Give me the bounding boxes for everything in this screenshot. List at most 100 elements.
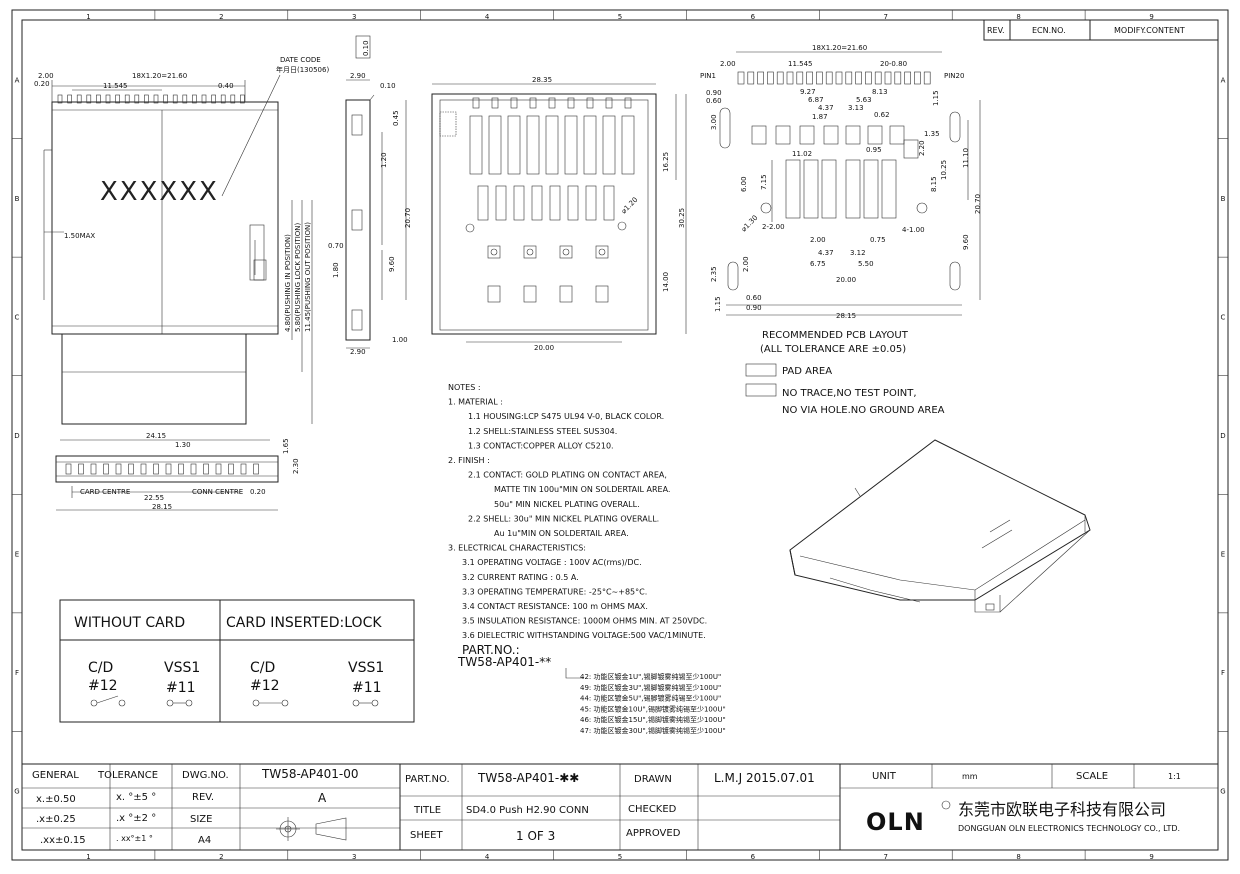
pcb-keepout-pad [823,125,839,145]
lower-contact [585,185,597,221]
pcb-dim-3.13: 3.13 [848,104,864,112]
rev-value: A [318,791,327,805]
front-pin [128,463,134,475]
contact-tail [624,97,632,109]
note-line: 3.6 DIELECTRIC WITHSTANDING VOLTAGE:500 … [462,631,706,640]
contact-tail [529,97,537,109]
border-row-label: F [15,669,19,677]
pcb-dim-3.12: 3.12 [850,249,866,257]
detect-pad [523,245,537,259]
pcb-dim-4.37b: 4.37 [818,249,834,257]
pcb-dim-2.00: 2.00 [810,236,826,244]
ground-tab [523,285,537,303]
pcb-keepout-strip [785,159,801,219]
pcb-top-pad [914,71,921,85]
contact-tail [605,97,613,109]
sheet-value: 1 OF 3 [516,829,555,843]
part-option: 44: 功能区镀金5U",锡脚镀雾纯锡至少100U" [580,694,721,703]
top-pin [134,94,140,104]
note-line: 3.1 OPERATING VOLTAGE : 100V AC(rms)/DC. [462,558,642,567]
pcb-keepout-pad [775,125,791,145]
top-pin [182,94,188,104]
part-no-title-value: TW58-AP401-✱✱ [477,771,579,785]
card-centre-label: CARD CENTRE [80,488,130,496]
pcb-dim-pitch: 18X1.20=21.60 [812,44,867,52]
border-col-label: 8 [1016,13,1020,21]
top-pin [230,94,236,104]
border-col-label: 6 [751,853,756,861]
top-pin [211,94,216,104]
note-line: 2.1 CONTACT: GOLD PLATING ON CONTACT ARE… [468,471,667,480]
contact-slot [621,115,635,175]
dim-side-1.80: 1.80 [332,262,340,278]
pcb-top-pad [884,71,892,85]
dim-side-0.70: 0.70 [328,242,344,250]
size-label: SIZE [190,814,212,825]
contact-tail [491,97,499,109]
border-zone-ticks [12,10,1228,860]
border-col-label: 5 [618,13,622,21]
dim-side-0.10-top: 0.10 [362,40,370,56]
pcb-dim-0.60b: 0.60 [746,294,762,302]
part-option: 42: 功能区镀金1U",锡脚镀雾纯锡至少100U" [580,672,721,681]
revision-table: REV. ECN.NO. MODIFY.CONTENT [983,19,1219,41]
dim-22.55: 22.55 [144,494,164,502]
contact-slot [488,115,502,175]
front-pin [178,463,184,475]
dim-2.00: 2.00 [38,72,54,80]
pcb-keepout-pad [751,125,767,145]
pcb-dim-11.545: 11.545 [788,60,813,68]
projection-symbol [276,817,347,841]
detect-pad [595,245,609,259]
pcb-keepout-strip [803,159,819,219]
position-push-out: 11.45(PUSHING OUT POSITION) [304,222,312,332]
note-line: 1.3 CONTACT:COPPER ALLOY C5210. [468,441,614,450]
pcb-layout: PIN1 PIN20 18X1.20=21.60 2.00 11.545 20-… [700,44,982,416]
pcb-dim-20.00: 20.00 [836,276,856,284]
dim-side-1.20: 1.20 [380,152,388,168]
title-block: GENERAL TOLERANCE x.±0.50 .x±0.25 .xx±0.… [22,763,1218,850]
title-label: TITLE [413,805,441,816]
pcb-top-pad [904,71,911,85]
border-col-label: 1 [86,13,90,21]
pcb-dim-20x0.80: 20-0.80 [880,60,907,68]
top-pin [163,94,168,104]
pcb-top-pad [796,71,804,85]
top-pin [220,94,226,104]
dim-side-0.10: 0.10 [380,82,396,90]
pcb-layout-subtitle: (ALL TOLERANCE ARE ±0.05) [760,344,906,355]
pcb-dim-2.20: 2.20 [918,140,926,156]
pcb-top-pad [835,71,843,85]
pcb-top-pad [874,71,882,85]
pcb-keepout-strip [845,159,861,219]
conn-centre-label: CONN CENTRE [192,488,243,496]
front-pin [78,463,84,475]
detect-pad-hole [562,248,570,256]
detect-pad [487,245,501,259]
pcb-top-pad [737,71,745,85]
dim-2.30: 2.30 [292,458,300,474]
date-code-value: 年月日(130506) [276,65,329,74]
note-line: 1. MATERIAL : [448,398,503,407]
dwg-no-label: DWG.NO. [182,770,229,781]
pcb-top-pad [825,71,833,85]
lower-contact [513,185,525,221]
size-value: A4 [198,835,211,846]
border-row-label: D [1220,432,1225,440]
pcb-dim-2x2.00: 2-2.00 [762,223,785,231]
border-row-label: B [1221,195,1226,203]
front-pin [203,463,209,475]
checked-label: CHECKED [628,804,677,815]
top-pin [172,94,178,104]
detect-pad-hole [526,248,534,256]
dim-hole: ⌀1.20 [620,196,640,216]
title-value: SD4.0 Push H2.90 CONN [466,805,589,816]
approved-label: APPROVED [626,828,681,839]
pcb-dim-4.37: 4.37 [818,104,834,112]
border-col-label: 2 [219,853,223,861]
front-pin [140,463,147,475]
border-col-label: 6 [751,13,756,21]
part-marking: XXXXXX [100,177,219,207]
top-pin [57,94,63,104]
pcb-dim-5.50: 5.50 [858,260,874,268]
